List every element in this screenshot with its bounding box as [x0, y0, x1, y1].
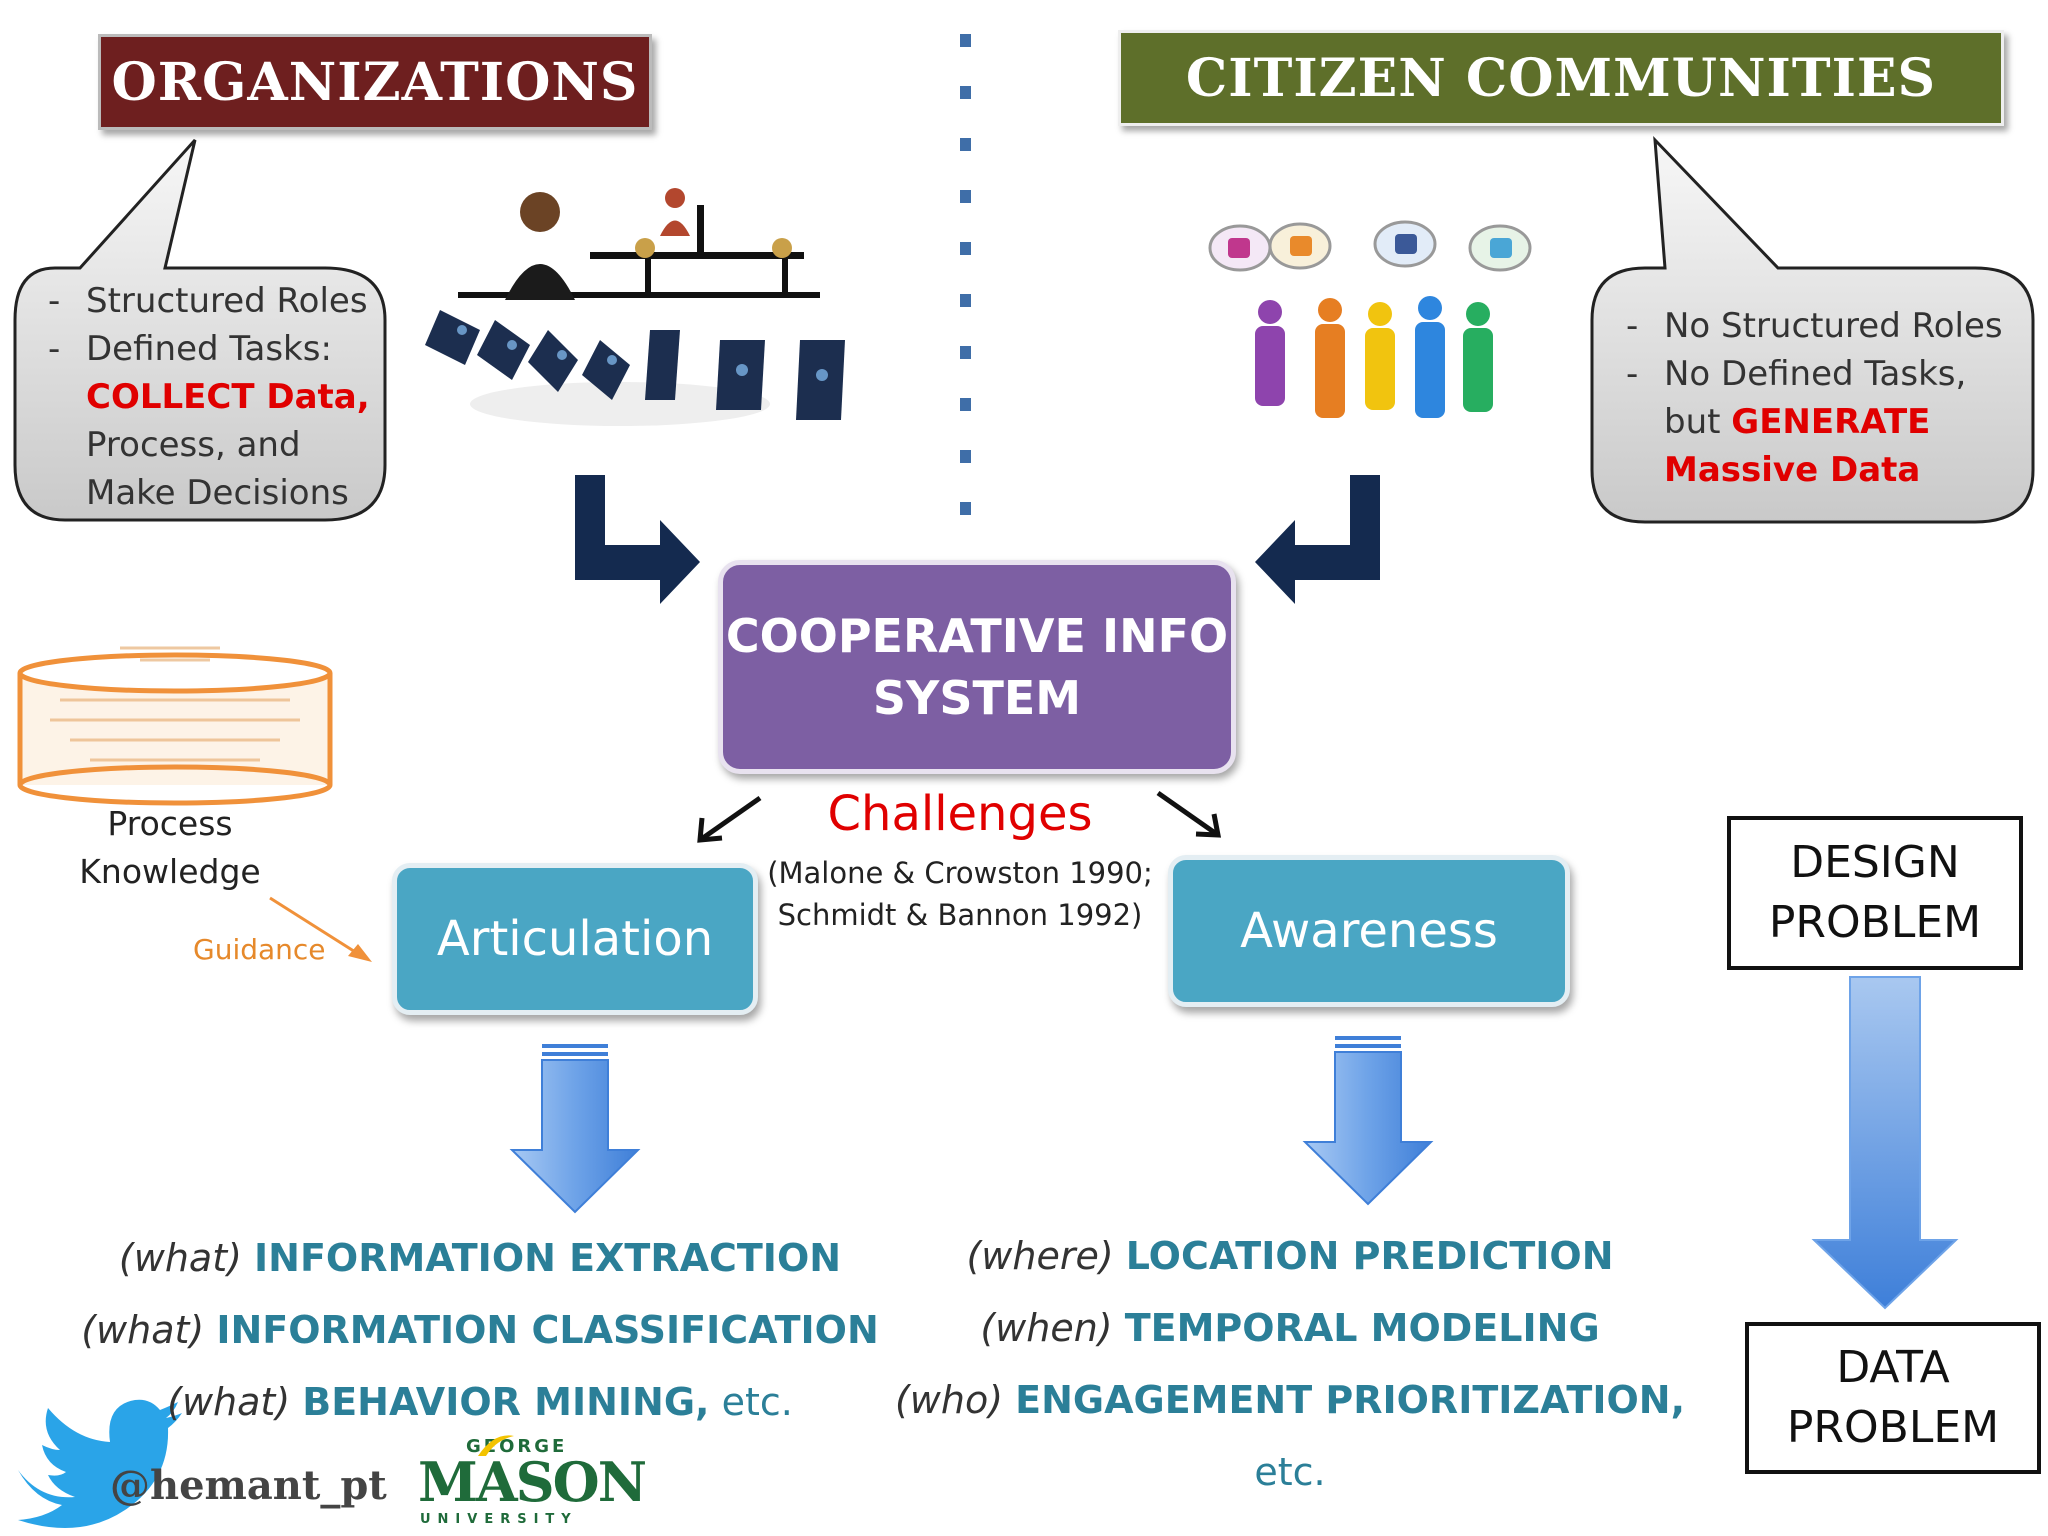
task-item: (what) INFORMATION EXTRACTION: [118, 1236, 842, 1280]
process-knowledge-label: Process Knowledge: [79, 804, 261, 891]
org-chart-icon: [425, 188, 845, 426]
database-icon: [17, 646, 333, 806]
awareness-down-arrow: [1302, 1036, 1434, 1206]
twitter-bird-icon: [18, 1399, 182, 1528]
right-bent-arrow: [1255, 475, 1380, 604]
people-figures: [1255, 296, 1493, 418]
left-bubble-text: -Structured Roles -Defined Tasks: COLLEC…: [48, 281, 370, 513]
articulation-tasks: (what) INFORMATION EXTRACTION (what) INF…: [70, 1222, 890, 1438]
task-item: (when) TEMPORAL MODELING: [980, 1306, 1600, 1350]
dotted-divider: [960, 34, 971, 515]
awareness-tasks: (where) LOCATION PREDICTION (when) TEMPO…: [880, 1220, 1700, 1508]
organizations-heading: ORGANIZATIONS: [98, 34, 652, 130]
task-item: (what) BEHAVIOR MINING, etc.: [167, 1380, 793, 1424]
articulation-down-arrow: [509, 1044, 641, 1214]
left-bent-arrow: [575, 475, 700, 604]
right-speech-bubble: [1590, 135, 2035, 524]
design-to-data-arrow: [1811, 976, 1959, 1310]
george-mason-logo: GEORGE MASON UNIVERSITY: [418, 1435, 647, 1527]
guidance-arrow: [269, 896, 372, 962]
citizen-communities-heading: CITIZEN COMMUNITIES: [1118, 30, 2004, 126]
task-item: (who) ENGAGEMENT PRIORITIZATION, etc.: [894, 1378, 1686, 1494]
challenges-title: Challenges: [827, 786, 1093, 842]
guidance-label: Guidance: [193, 933, 326, 966]
task-item: (where) LOCATION PREDICTION: [966, 1234, 1614, 1278]
challenges-citation: (Malone & Crowston 1990; Schmidt & Banno…: [767, 856, 1153, 932]
articulation-box: Articulation: [392, 863, 758, 1015]
challenge-arrows: [697, 790, 1222, 843]
right-bubble-text: -No Structured Roles -No Defined Tasks, …: [1626, 306, 2003, 490]
twitter-handle[interactable]: @hemant_pt: [110, 1462, 387, 1509]
task-item: (what) INFORMATION CLASSIFICATION: [81, 1308, 879, 1352]
left-speech-bubble: [13, 138, 387, 522]
community-people-icon: [1208, 220, 1532, 418]
awareness-box: Awareness: [1168, 855, 1570, 1007]
